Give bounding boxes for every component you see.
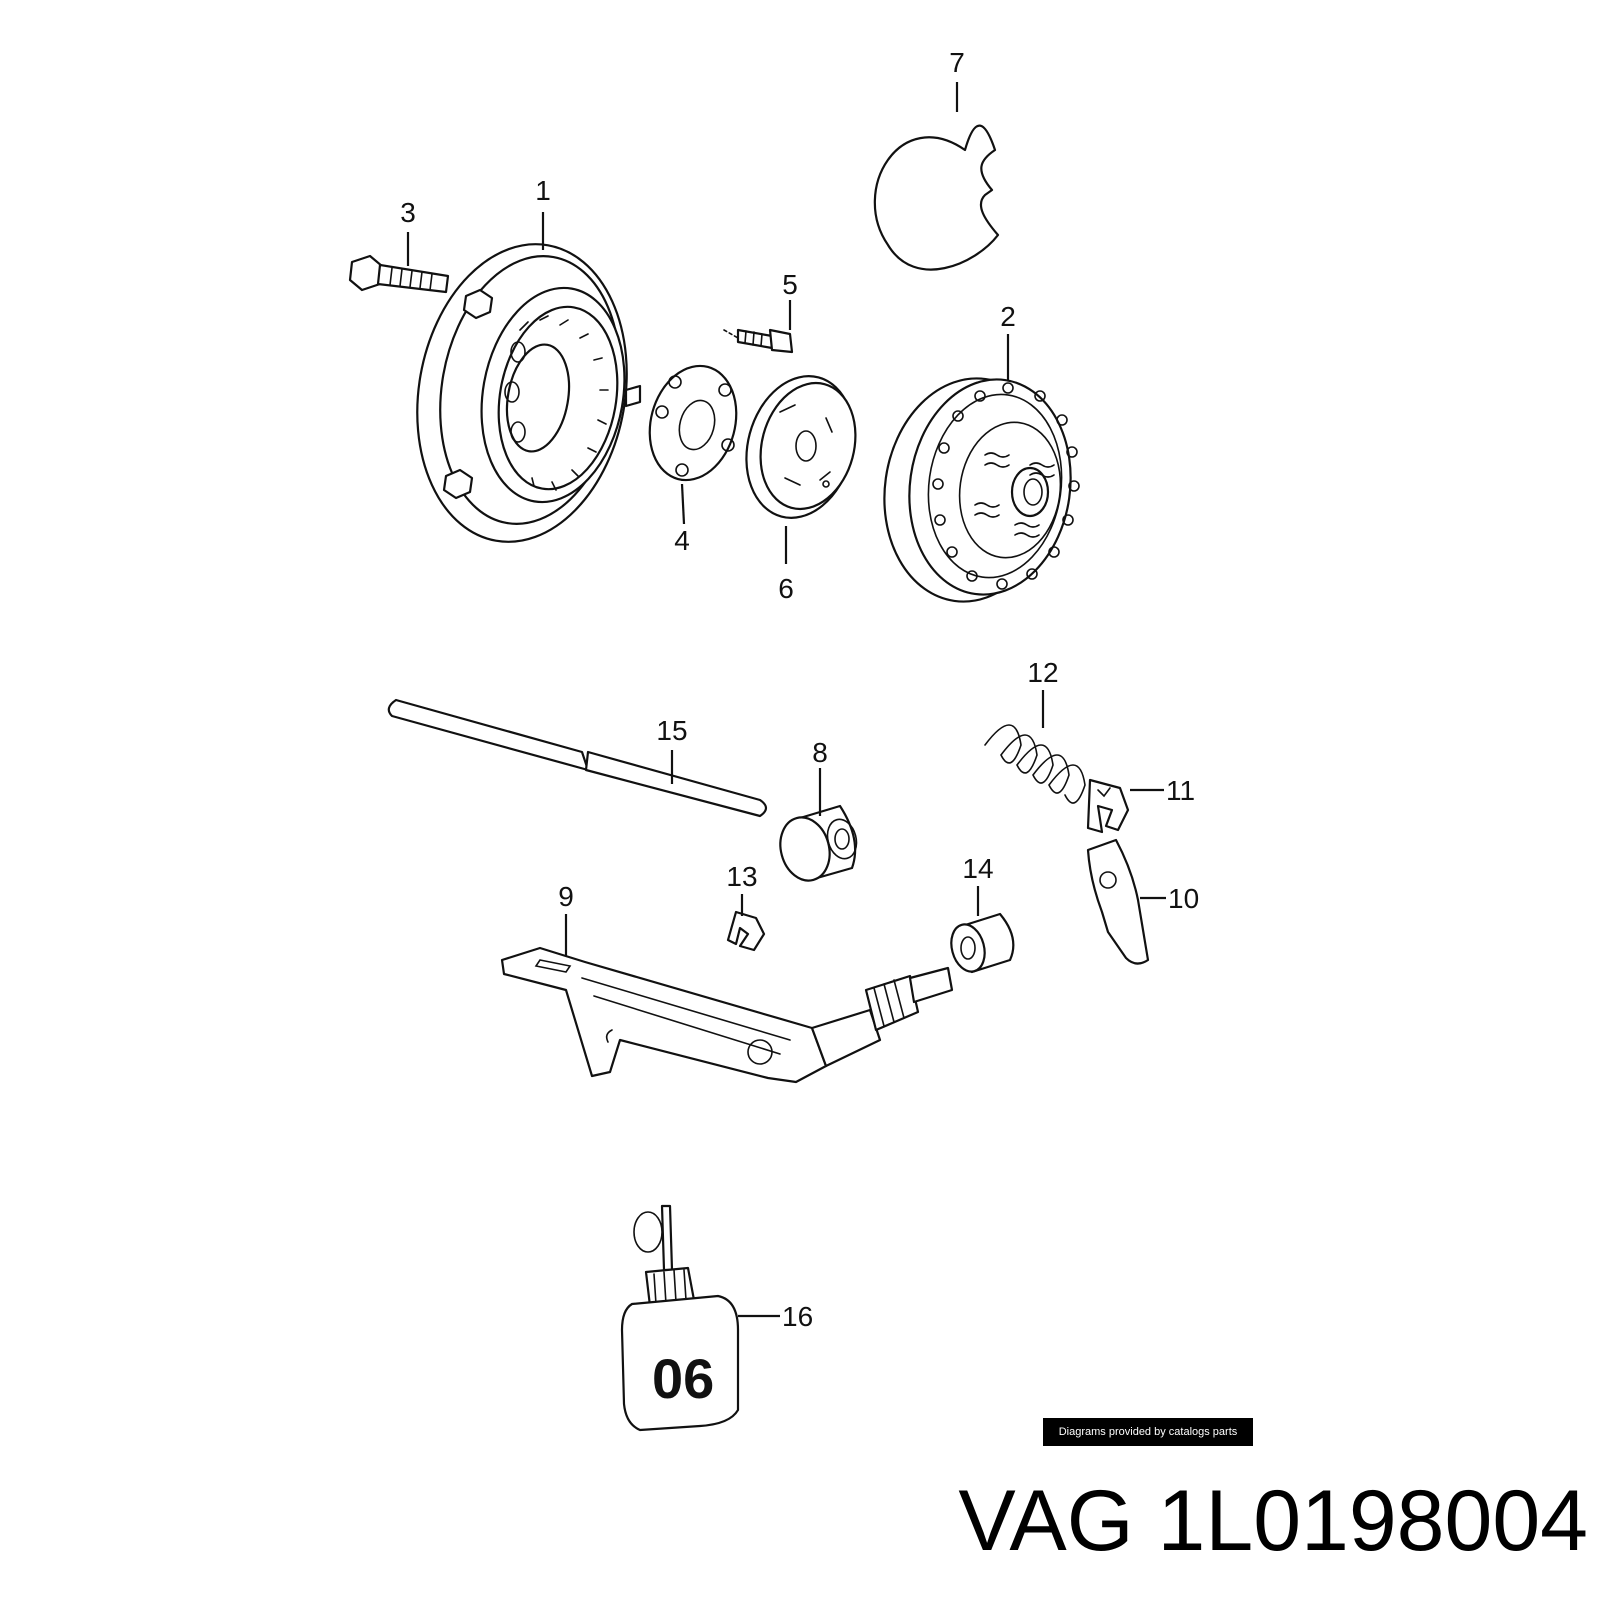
part-6-flywheel[interactable] [731, 364, 869, 530]
diagram-credit-badge: Diagrams provided by catalogs parts [1043, 1418, 1253, 1446]
part-1-pressure-plate[interactable] [395, 227, 650, 558]
callout-10: 10 [1168, 883, 1199, 914]
callout-4: 4 [674, 525, 690, 556]
part-14-bushing[interactable] [946, 912, 1015, 975]
callout-7: 7 [949, 47, 965, 78]
part-2-clutch-disc[interactable] [870, 367, 1084, 612]
callout-2: 2 [1000, 301, 1016, 332]
callout-15: 15 [656, 715, 687, 746]
leader-lines [406, 82, 1166, 1318]
part-5-screw[interactable] [723, 328, 794, 354]
part-8-bearing[interactable] [774, 804, 861, 886]
part-13-retaining-clip[interactable] [726, 910, 766, 952]
part-15-push-rod[interactable] [387, 698, 768, 818]
callout-12: 12 [1027, 657, 1058, 688]
callout-6: 6 [778, 573, 794, 604]
callout-14: 14 [962, 853, 993, 884]
part-12-spring[interactable] [984, 724, 1086, 804]
part-11-clip[interactable] [1086, 778, 1130, 834]
part-number-title: VAG 1L0198004 [958, 1473, 1588, 1569]
part-4-lock-plate[interactable] [637, 356, 748, 490]
part-3-bolt[interactable] [348, 254, 450, 294]
callout-8: 8 [812, 737, 828, 768]
callout-5: 5 [782, 269, 798, 300]
callout-16: 16 [782, 1301, 813, 1332]
part-16-grease-bottle[interactable]: 06 [620, 1204, 740, 1432]
callout-1: 1 [535, 175, 551, 206]
callout-13: 13 [726, 861, 757, 892]
bottle-label: 06 [652, 1347, 714, 1410]
part-9-release-fork-shaft[interactable] [500, 946, 954, 1084]
callout-numbers: 7 1 3 5 2 4 6 12 15 8 11 10 13 14 9 16 [400, 47, 1199, 1332]
part-10-release-lever[interactable] [1086, 838, 1150, 965]
part-7-snap-ring[interactable] [873, 124, 1000, 271]
callout-11: 11 [1166, 775, 1195, 806]
callout-3: 3 [400, 197, 416, 228]
callout-9: 9 [558, 881, 574, 912]
